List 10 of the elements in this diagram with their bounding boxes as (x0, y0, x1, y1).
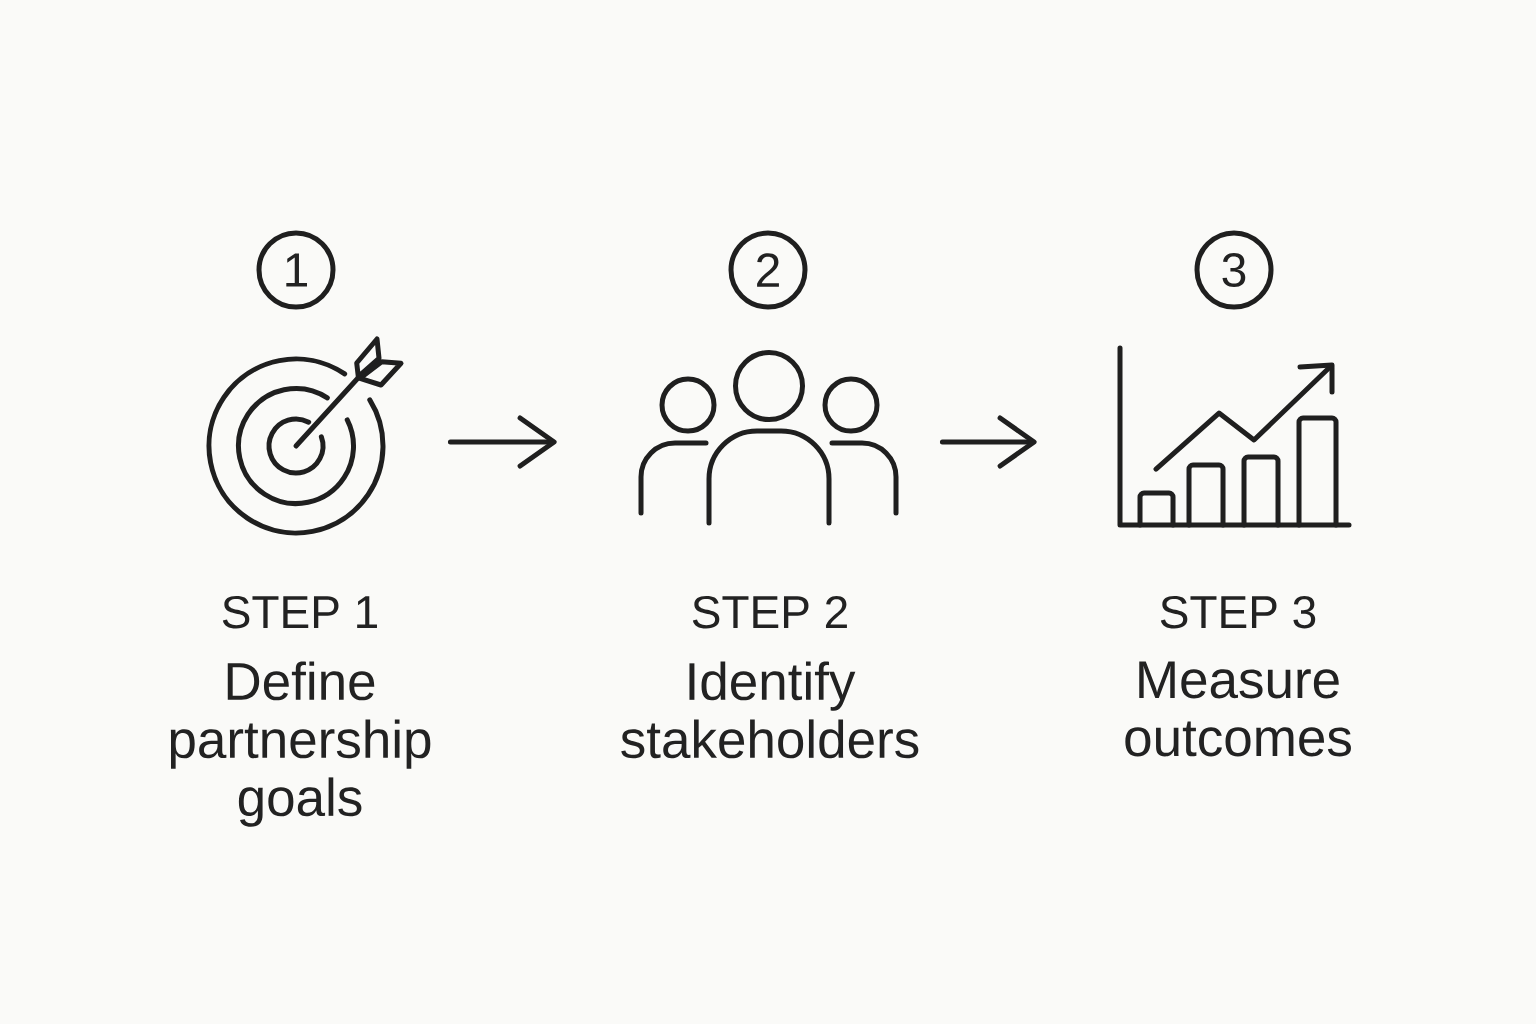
people-icon (638, 350, 899, 526)
step-description: Measure outcomes (1125, 661, 1351, 757)
arrow (447, 415, 557, 469)
step-description: Define partnership goals (170, 661, 431, 827)
step-label: STEP 2 (692, 595, 847, 629)
step-label: STEP 1 (222, 595, 377, 629)
step-label: STEP 3 (1160, 595, 1316, 629)
growth-chart-icon (1117, 345, 1352, 528)
step-description: Identify stakeholders (621, 661, 919, 759)
target-icon (206, 336, 404, 536)
